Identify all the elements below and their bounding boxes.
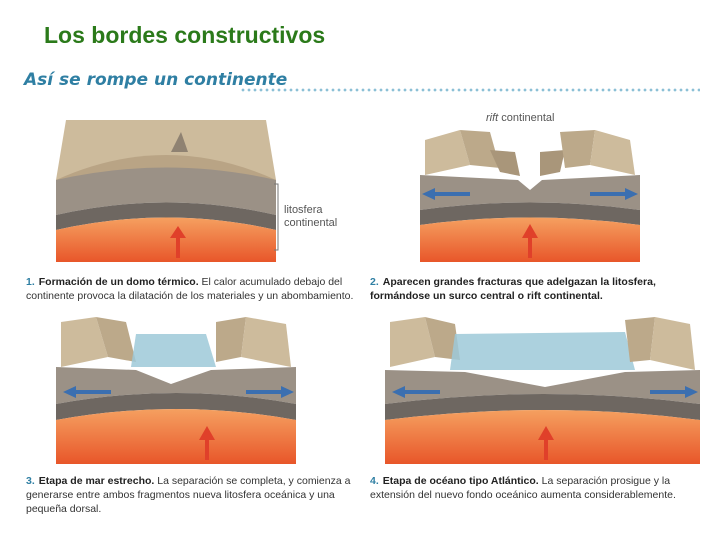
lithosphere-bracket [274,183,279,251]
panel-3-narrow-sea [36,312,366,472]
dotted-divider [240,88,700,92]
step-3-text: La separación se completa, y comienza a … [26,475,351,515]
panel-1-thermal-dome: litosfera continental [36,110,366,270]
label-rift-continental: rift continental [486,112,555,125]
caption-step-2: 2.Aparecen grandes fracturas que adelgaz… [370,275,710,303]
label-lithosphere-line1: litosfera [284,204,323,216]
label-rift-rest: continental [498,112,555,124]
caption-step-1: 1.Formación de un domo térmico. El calor… [26,275,366,303]
label-rift-italic: rift [486,112,499,124]
block-diagram-2 [420,130,640,262]
step-3-lead: Etapa de mar estrecho. [38,475,155,487]
step-2-number: 2. [370,276,379,288]
panel-2-rift: rift continental [400,110,728,270]
step-3-number: 3. [26,475,35,487]
panel-4-atlantic-ocean [380,312,710,472]
step-4-number: 4. [370,475,379,487]
step-1-lead: Formación de un domo térmico. [38,276,199,288]
block-diagram-3 [56,317,296,464]
caption-step-3: 3.Etapa de mar estrecho. La separación s… [26,474,366,516]
step-1-number: 1. [26,276,35,288]
slide-title: Los bordes constructivos [44,22,326,48]
step-4-text: La separación prosigue y la extensión de… [370,475,676,501]
step-4-lead: Etapa de océano tipo Atlántico. [382,475,539,487]
figure-heading: Así se rompe un continente [24,70,288,90]
label-lithosphere: litosfera continental [284,204,337,230]
block-diagram-4 [385,317,700,464]
caption-step-4: 4.Etapa de océano tipo Atlántico. La sep… [370,474,710,502]
step-1-text: El calor acumulado debajo del continente… [26,276,354,302]
block-diagram-1 [56,120,276,262]
label-lithosphere-line2: continental [284,217,338,229]
step-2-lead: Aparecen grandes fracturas que adelgazan… [370,276,656,302]
